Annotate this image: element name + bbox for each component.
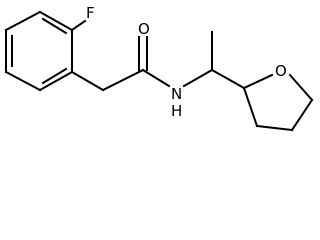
amide-hydrogen-label: H <box>171 102 182 120</box>
ring-double-bond-a <box>41 17 68 35</box>
nitrogen-ch-bond <box>182 68 214 88</box>
ch-thf-bond <box>210 68 246 90</box>
ring-bond-6 <box>4 10 42 32</box>
ring-double-bond-b <box>41 67 68 85</box>
ch2-carbonyl-bond <box>101 68 145 92</box>
amide-nitrogen-label: N <box>171 85 182 103</box>
thf-bond-c3-c2 <box>242 86 259 128</box>
carbonyl-nitrogen-bond <box>141 68 171 88</box>
ring-oxygen-label: O <box>275 62 287 80</box>
tetrahydrofuran-ring <box>242 73 314 132</box>
carbonyl-oxygen-label: O <box>138 20 150 38</box>
c-f-bond <box>70 19 87 32</box>
fluorine-atom-label: F <box>86 4 95 22</box>
thf-bond-o-c5 <box>288 73 314 102</box>
ring-bond-3 <box>38 70 74 92</box>
thf-bond-c5-c4 <box>290 98 314 132</box>
thf-bond-c4-c3 <box>255 124 294 132</box>
aryl-ch2-bond <box>70 70 105 92</box>
benzene-ring <box>4 10 74 92</box>
thf-bond-c2-o <box>242 73 274 90</box>
molecule-structure: F O N H O <box>4 4 314 132</box>
ring-bond-4 <box>4 70 42 92</box>
ring-bond-1 <box>38 10 74 32</box>
